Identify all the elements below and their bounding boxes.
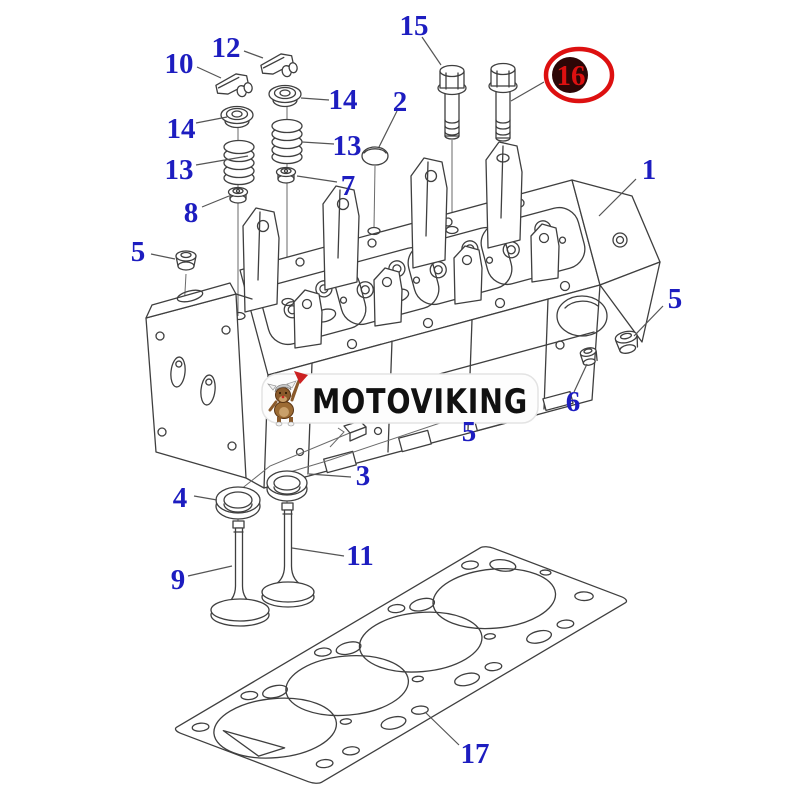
cylinder-head-drawing (145, 141, 661, 491)
callout-14-left: 14 (167, 113, 196, 145)
callout-11: 11 (346, 540, 373, 572)
valve-11 (261, 502, 315, 608)
callout-8: 8 (184, 197, 199, 229)
valve-seat-4 (215, 486, 261, 520)
watermark: MOTOVIKING (261, 371, 539, 427)
gasket-holes-bottom (297, 590, 613, 770)
callout-13-right: 13 (333, 130, 362, 162)
gasket-holes-mid (306, 569, 585, 725)
valve-keeper-10 (215, 73, 253, 98)
mascot-dog-icon (267, 371, 308, 427)
callout-9: 9 (171, 564, 186, 596)
spring-retainer-14-right (268, 84, 302, 108)
spring-retainer-14-left (220, 105, 254, 129)
valve-stem-seal-7 (275, 166, 297, 184)
gasket-holes-top (186, 551, 521, 741)
callout-13-left: 13 (165, 154, 194, 186)
callout-5-right: 5 (668, 283, 683, 315)
callout-16: 16 (557, 60, 586, 92)
underside-reference-lines (239, 417, 456, 491)
head-bolt-15 (437, 64, 467, 140)
callout-12: 12 (212, 32, 241, 64)
rocker-pedestals-front (293, 223, 560, 349)
callout-7: 7 (341, 170, 356, 202)
valve-spring-13-left (223, 139, 255, 186)
rocker-towers-rear (242, 141, 523, 313)
callout-14-right: 14 (329, 84, 358, 116)
callout-4: 4 (173, 482, 188, 514)
head-gasket-drawing (172, 545, 630, 785)
head-left-end (145, 282, 265, 489)
watermark-box (261, 373, 539, 424)
callout-1: 1 (642, 154, 657, 186)
valve-train-parts (175, 53, 639, 627)
callout-10: 10 (165, 48, 194, 80)
highlight-16 (543, 46, 615, 104)
head-bolt-16 (488, 62, 518, 142)
plug-6 (579, 347, 598, 366)
callout-2: 2 (393, 86, 408, 118)
callout-numbers: 15 12 10 16 14 2 14 13 1 13 7 8 5 5 6 5 3 4 11 9 17 (131, 10, 683, 770)
callout-6: 6 (566, 386, 581, 418)
callout-leader-lines (150, 36, 664, 746)
callout-15: 15 (400, 10, 429, 42)
seal-cap-2 (361, 146, 389, 166)
callout-5-left: 5 (131, 236, 146, 268)
head-right-end (555, 179, 661, 350)
valve-keeper-12 (260, 53, 298, 78)
valve-9 (210, 520, 270, 627)
valve-seat-3 (266, 470, 308, 502)
plug-5-right (614, 330, 639, 354)
valve-stem-seal-8 (227, 186, 249, 204)
highlight-ring (543, 46, 615, 104)
plug-5-left (175, 250, 197, 271)
callout-3: 3 (356, 460, 371, 492)
watermark-text: MOTOVIKING (312, 382, 528, 422)
callout-17: 17 (461, 738, 490, 770)
callout-5-bottom: 5 (462, 416, 477, 448)
valve-spring-13-right (271, 118, 303, 165)
highlight-disc (552, 57, 588, 93)
